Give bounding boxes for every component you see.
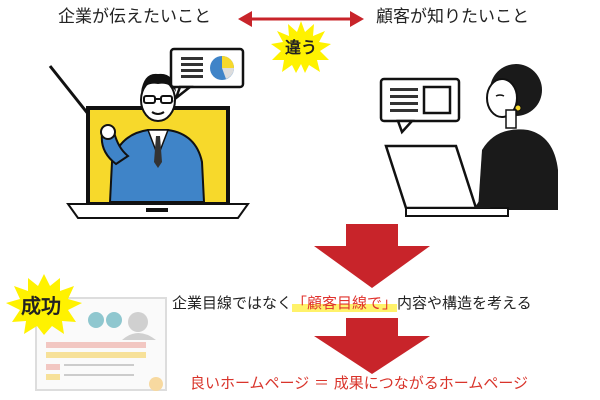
double-arrow-icon: [238, 11, 364, 27]
customer-want-label: 顧客が知りたいこと: [376, 7, 529, 27]
message-prefix: 企業目線ではなく: [172, 294, 293, 312]
woman-at-laptop-illustration: [384, 64, 558, 217]
differ-starburst-badge: [271, 21, 331, 73]
speech-bubble-chart-icon: [169, 47, 245, 102]
success-badge-text: 成功: [21, 294, 61, 318]
down-arrow-upper-icon: [314, 224, 430, 288]
down-arrow-lower-icon: [314, 318, 430, 374]
company-want-label: 企業が伝えたいこと: [58, 7, 211, 27]
differ-badge-text: 違う: [285, 38, 318, 57]
presenter-on-laptop-illustration: [48, 65, 250, 219]
result-text: 良いホームページ ＝ 成果につながるホームページ: [190, 374, 529, 392]
speech-bubble-document-icon: [379, 77, 461, 135]
success-starburst-badge: [6, 274, 82, 335]
message-highlight: 「顧客目線で」: [292, 294, 398, 312]
message-suffix: 内容や構造を考える: [397, 294, 532, 312]
main-message: 企業目線ではなく「顧客目線で」内容や構造を考える: [172, 294, 532, 312]
